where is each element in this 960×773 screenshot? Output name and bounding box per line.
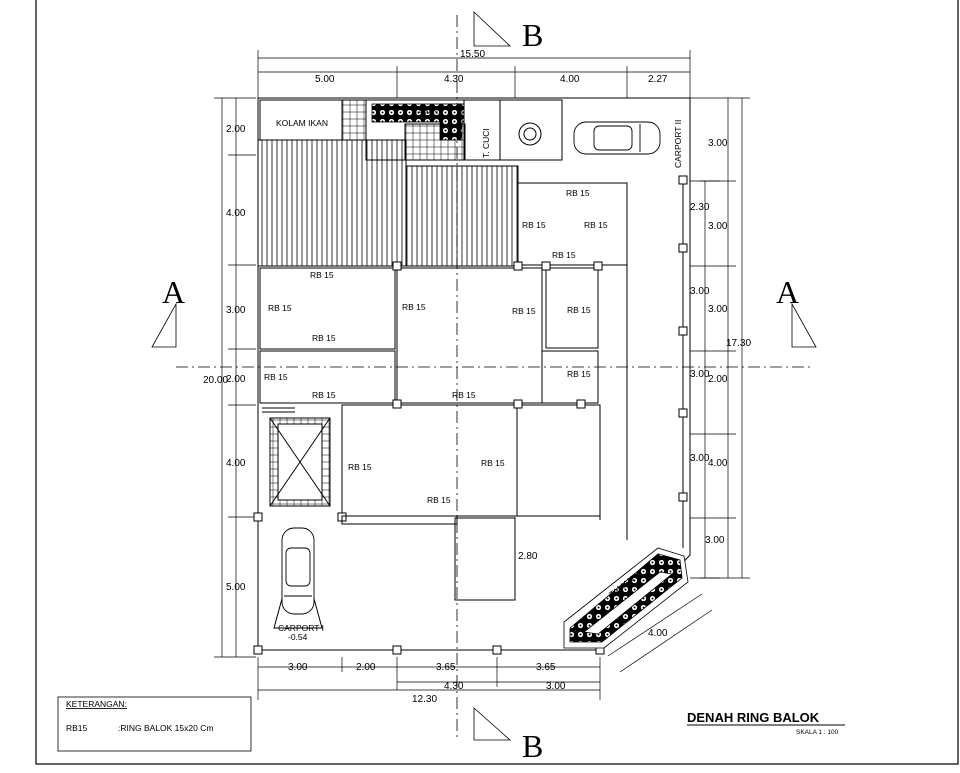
beam-label: RB 15 bbox=[522, 220, 546, 230]
dim-right-1: 3.00 bbox=[708, 138, 728, 149]
dim-left-5: 4.00 bbox=[226, 458, 246, 469]
dim-top-4: 2.27 bbox=[648, 74, 668, 85]
garden-planters bbox=[371, 103, 689, 649]
dim-left-6: 5.00 bbox=[226, 582, 246, 593]
dim-porch: 2.80 bbox=[518, 551, 538, 562]
dim-left-2: 4.00 bbox=[226, 208, 246, 219]
dim-right-inner-1: 2.30 bbox=[690, 202, 710, 213]
beam-label: RB 15 bbox=[567, 305, 591, 315]
dim-total-width: 15.50 bbox=[460, 49, 485, 60]
dim-taman: 4.00 bbox=[648, 628, 668, 639]
dim-left-3: 3.00 bbox=[226, 305, 246, 316]
dim-bottom-2: 2.00 bbox=[356, 662, 376, 673]
label-t-cuci: T. CUCI bbox=[481, 128, 491, 158]
beam-label: RB 15 bbox=[310, 270, 334, 280]
label-taman-top: TAMAN bbox=[414, 109, 438, 116]
beam-label: RB 15 bbox=[481, 458, 505, 468]
section-line-b bbox=[456, 11, 512, 741]
dimension-lines bbox=[214, 50, 750, 700]
building-walls bbox=[253, 97, 691, 655]
beam-label: RB 15 bbox=[512, 306, 536, 316]
beam-label: RB 15 bbox=[348, 462, 372, 472]
legend-description: :RING BALOK 15x20 Cm bbox=[118, 723, 213, 733]
dim-top-3: 4.00 bbox=[560, 74, 580, 85]
beam-label: RB 15 bbox=[312, 333, 336, 343]
beam-label: RB 15 bbox=[566, 188, 590, 198]
dim-bottom-5: 4.30 bbox=[444, 681, 464, 692]
legend-heading: KETERANGAN: bbox=[66, 699, 127, 709]
dim-bottom-4: 3.65 bbox=[536, 662, 556, 673]
dim-left-1: 2.00 bbox=[226, 124, 246, 135]
dim-bottom-3: 3.65 bbox=[436, 662, 456, 673]
dim-right-3: 3.00 bbox=[708, 304, 728, 315]
label-carport-2: CARPORT II bbox=[673, 120, 683, 168]
label-kolam-ikan: KOLAM IKAN bbox=[276, 118, 328, 128]
beam-label: RB 15 bbox=[567, 369, 591, 379]
section-a-label-left: A bbox=[162, 274, 185, 310]
dim-top-1: 5.00 bbox=[315, 74, 335, 85]
drawing-title: DENAH RING BALOK bbox=[687, 710, 820, 725]
car-top-icon bbox=[573, 121, 661, 155]
beam-label: RB 15 bbox=[402, 302, 426, 312]
dim-left-4: 2.00 bbox=[226, 374, 246, 385]
dim-right-inner-3: 2.00 bbox=[708, 374, 728, 385]
dim-right-inner-4: 4.00 bbox=[708, 458, 728, 469]
sheet-border bbox=[35, 0, 959, 765]
label-carport-1: CARPORT I bbox=[278, 623, 324, 633]
legend-code: RB15 bbox=[66, 723, 88, 733]
beam-label: RB 15 bbox=[552, 250, 576, 260]
section-line-a bbox=[151, 302, 817, 368]
label-carport-1-level: -0.54 bbox=[288, 632, 308, 642]
dim-top-2: 4.30 bbox=[444, 74, 464, 85]
beam-label: RB 15 bbox=[264, 372, 288, 382]
section-a-label-right: A bbox=[776, 274, 799, 310]
dim-bottom-1: 3.00 bbox=[288, 662, 308, 673]
beam-label: RB 15 bbox=[452, 390, 476, 400]
dim-right-3b: 3.00 bbox=[690, 286, 710, 297]
section-b-label-bottom: B bbox=[522, 728, 543, 764]
dim-bottom-6: 3.00 bbox=[546, 681, 566, 692]
dim-right-5: 3.00 bbox=[690, 453, 710, 464]
beam-label: RB 15 bbox=[268, 303, 292, 313]
beam-label: RB 15 bbox=[427, 495, 451, 505]
dim-right-6: 3.00 bbox=[705, 535, 725, 546]
drawing-scale: SKALA 1 : 100 bbox=[796, 729, 839, 736]
section-b-label-top: B bbox=[522, 17, 543, 53]
car-bottom-icon bbox=[281, 527, 315, 615]
dim-right-2: 3.00 bbox=[708, 221, 728, 232]
dim-right-4: 3.00 bbox=[690, 369, 710, 380]
beam-label: RB 15 bbox=[584, 220, 608, 230]
dim-bottom-total: 12.30 bbox=[412, 694, 437, 705]
dim-right-total: 17.30 bbox=[726, 338, 751, 349]
legend-box: KETERANGAN: RB15 :RING BALOK 15x20 Cm bbox=[57, 696, 252, 752]
beam-label: RB 15 bbox=[312, 390, 336, 400]
dim-total-depth: 20.00 bbox=[203, 375, 228, 386]
